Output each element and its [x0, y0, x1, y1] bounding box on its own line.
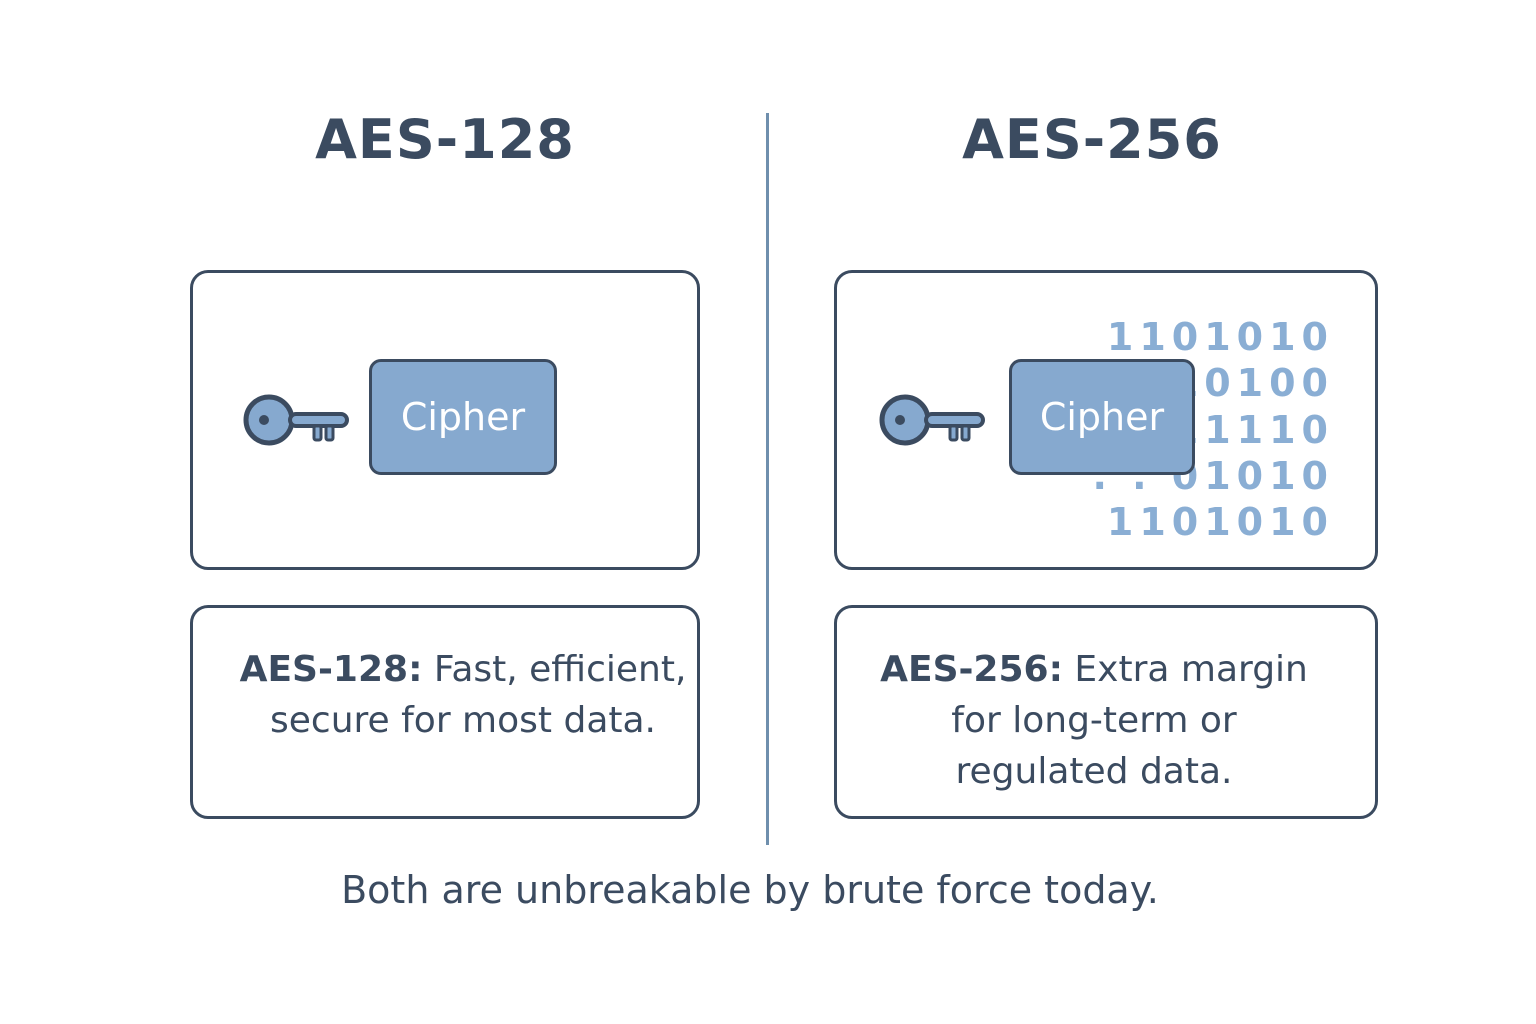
aes-128-description-panel [190, 605, 700, 819]
aes-256-description-panel [834, 605, 1378, 819]
key-icon [243, 394, 349, 446]
description-text: regulated data. [955, 751, 1233, 792]
aes-256-description: AES-256: Extra margin for long-term or r… [834, 644, 1378, 797]
description-text: Fast, efficient, [422, 649, 687, 690]
cipher-block: Cipher [1009, 359, 1195, 475]
aes-128-title: AES-128 [315, 108, 575, 171]
center-divider [766, 113, 769, 845]
description-text: for long-term or [951, 700, 1237, 741]
footer-note: Both are unbreakable by brute force toda… [341, 868, 1159, 912]
cipher-block: Cipher [369, 359, 557, 475]
binary-row: 1101010 [1106, 315, 1334, 359]
aes-128-description: AES-128: Fast, efficient, secure for mos… [190, 644, 700, 746]
cipher-label: Cipher [400, 395, 526, 439]
description-term: AES-256: [880, 649, 1063, 690]
description-term: AES-128: [239, 649, 423, 690]
description-text: Extra margin [1062, 649, 1308, 690]
binary-row: 10100 [1171, 361, 1334, 405]
aes-256-title: AES-256 [962, 108, 1222, 171]
cipher-label: Cipher [1039, 395, 1165, 439]
binary-row: 11110 [1171, 408, 1334, 452]
key-icon [879, 394, 985, 446]
description-text: secure for most data. [270, 700, 656, 741]
binary-row: 1101010 [1106, 500, 1334, 544]
